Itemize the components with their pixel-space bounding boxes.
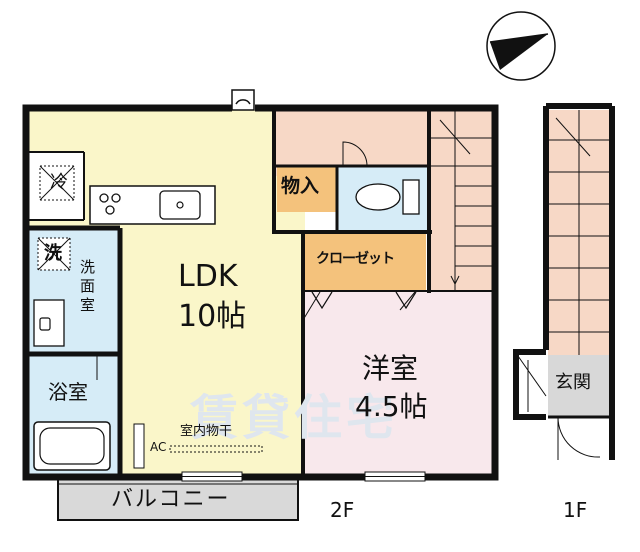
stair-steps-2f bbox=[431, 110, 493, 290]
kitchen-counter bbox=[89, 185, 216, 225]
bathroom-label: 浴室 bbox=[48, 380, 88, 404]
closet-door-marks bbox=[311, 291, 417, 310]
ldk-size: 10帖 bbox=[178, 299, 247, 334]
wash-basin bbox=[33, 299, 65, 347]
bathtub bbox=[33, 421, 111, 471]
storage-area bbox=[277, 166, 337, 212]
door-swings bbox=[96, 141, 601, 460]
washroom-label: 洗面室 bbox=[80, 258, 96, 314]
ldk-label: LDK bbox=[178, 259, 238, 294]
watermark: 賃貸住宅 bbox=[190, 390, 399, 446]
fridge-label: 冷 bbox=[50, 172, 68, 193]
western-label: 洋室 bbox=[362, 352, 419, 385]
drying-label: 室内物干 bbox=[180, 424, 233, 439]
stair-steps-1f bbox=[548, 110, 610, 355]
closet-area bbox=[305, 230, 426, 291]
washer-box bbox=[37, 237, 71, 271]
compass-icon bbox=[486, 11, 556, 81]
washer-label: 洗 bbox=[44, 243, 62, 264]
stairs-2f bbox=[428, 110, 493, 293]
floor-2f-label: 2F bbox=[330, 498, 355, 522]
balcony bbox=[57, 477, 299, 521]
western-size: 4.5帖 bbox=[355, 390, 428, 423]
western-room bbox=[305, 291, 493, 475]
ac-label: AC bbox=[150, 440, 167, 454]
entrance-area bbox=[548, 355, 610, 417]
balcony-label: バルコニー bbox=[111, 487, 231, 512]
outer-walls-1f bbox=[513, 103, 615, 460]
entrance-label: 玄関 bbox=[555, 372, 591, 393]
ac-unit bbox=[133, 423, 145, 469]
toilet bbox=[355, 179, 420, 215]
floor-1f-label: 1F bbox=[563, 498, 588, 522]
drying-rail bbox=[169, 445, 263, 453]
top-vent bbox=[231, 89, 255, 111]
closet-label: クローゼット bbox=[316, 251, 395, 267]
interior-walls bbox=[28, 110, 495, 477]
storage-label: 物入 bbox=[281, 175, 320, 197]
fridge-box bbox=[39, 165, 75, 201]
